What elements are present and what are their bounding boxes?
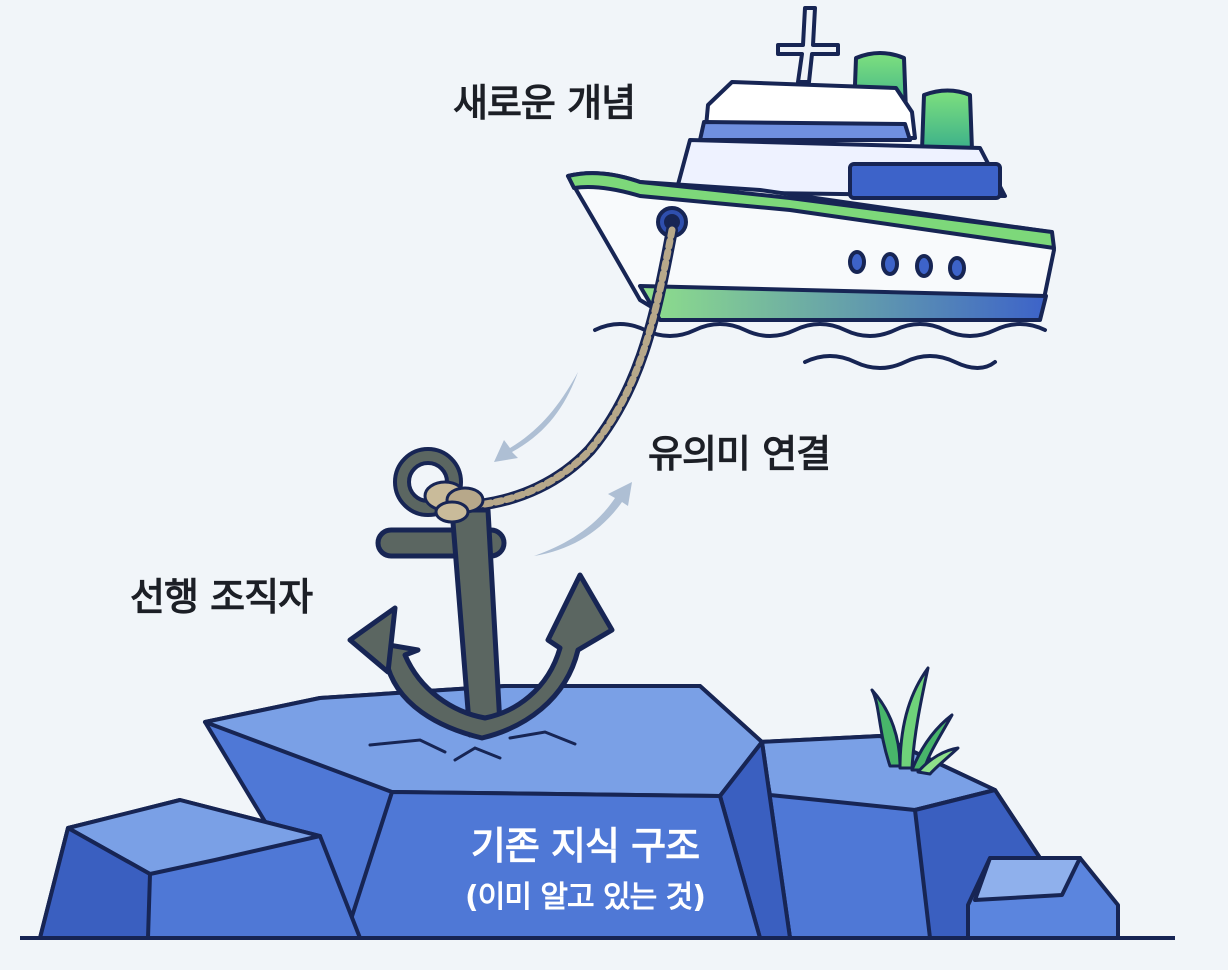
ship-icon — [566, 6, 1056, 322]
rope-icon — [472, 224, 678, 511]
arrow-icon — [494, 372, 632, 556]
grass-icon — [870, 666, 960, 776]
meaningful-link-label: 유의미 연결 — [648, 432, 831, 476]
anchor-icon — [347, 447, 615, 741]
existing-structure-label: 기존 지식 구조 — [470, 824, 700, 868]
rock-icon — [20, 684, 1175, 940]
crack-lines — [368, 730, 577, 762]
water-waves — [593, 322, 1047, 370]
advance-organizer-label: 선행 조직자 — [130, 575, 313, 619]
rope-knot — [423, 480, 485, 524]
existing-structure-subtitle: (이미 알고 있는 것) — [465, 880, 706, 915]
new-concept-label: 새로운 개념 — [453, 81, 636, 125]
